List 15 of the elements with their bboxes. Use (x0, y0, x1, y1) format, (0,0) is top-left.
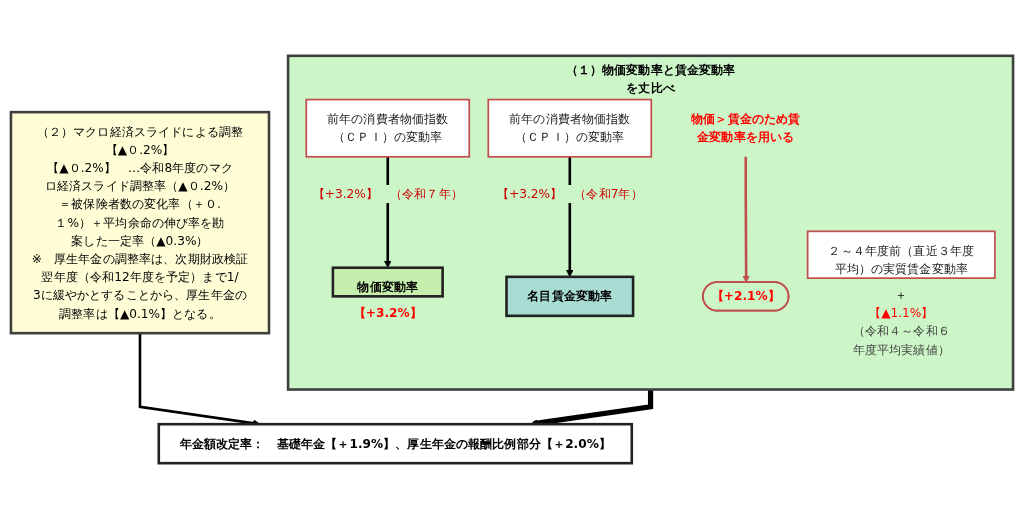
node-box: 名目賃金変動率 (505, 275, 635, 318)
node-box: （２）マクロ経済スライドによる調整 【▲０.2%】 【▲０.2%】 …令和8年度のマクロ経済スライド調整率（▲０.2%） ＝被保険者数の変化率（＋０.１%）＋平均余命の伸び率を勘案した一定率（▲0.3%） ※ 厚生年金の調整率は、次期財政検証翌年度（令和12年度を予定）まで1/3に緩やかとすることから、厚生年金の調整率は【▲0.1%】となる。 (9, 110, 271, 335)
node-label: 【+3.2%】 (353, 305, 422, 320)
node-label: （令和４～令和６年度平均実績値） (852, 324, 950, 357)
node-label: ＋ (895, 287, 908, 302)
node-label: 【▲1.1%】 (869, 305, 934, 320)
node-text: 物価＞賃金のため賃金変動率を用いる (691, 111, 801, 144)
node-box: 物価変動率 (331, 266, 444, 298)
node-box: 前年の消費者物価指数（ＣＰＩ）の変動率 (305, 98, 471, 158)
node-box: ２～４年度前（直近３年度平均）の実質賃金変動率 (806, 230, 996, 279)
arrow (742, 156, 750, 283)
edge-label: 【+3.2%】 （令和7年） (496, 186, 643, 201)
node-box: 前年の消費者物価指数（ＣＰＩ）の変動率 (487, 98, 653, 158)
node-box: 年金額改定率： 基礎年金【＋1.9%】、厚生年金の報酬比例部分【＋2.0%】 (157, 422, 634, 465)
edge-label: 【+3.2%】 （令和７年） (312, 186, 463, 201)
